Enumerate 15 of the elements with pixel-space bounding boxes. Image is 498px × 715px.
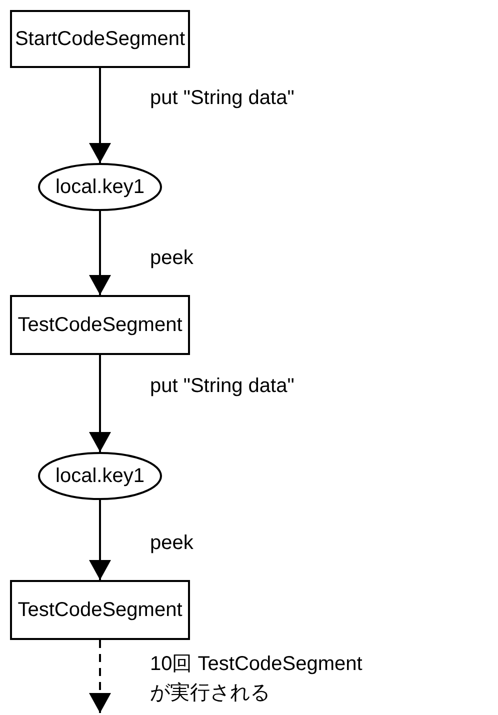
data-ellipse xyxy=(38,452,162,500)
process-box xyxy=(10,580,190,640)
process-box xyxy=(10,295,190,355)
node-label: local.key1 xyxy=(56,464,144,488)
node-label: TestCodeSegment xyxy=(18,314,182,336)
node-label: StartCodeSegment xyxy=(14,28,186,50)
node-label: TestCodeSegment xyxy=(18,598,182,622)
node-label: local.key1 xyxy=(56,176,144,198)
arrow xyxy=(89,355,111,452)
data-ellipse xyxy=(38,163,162,211)
arrow xyxy=(89,500,111,580)
arrow xyxy=(89,211,111,295)
arrow xyxy=(89,640,111,713)
arrow xyxy=(89,68,111,163)
process-box xyxy=(10,10,190,68)
